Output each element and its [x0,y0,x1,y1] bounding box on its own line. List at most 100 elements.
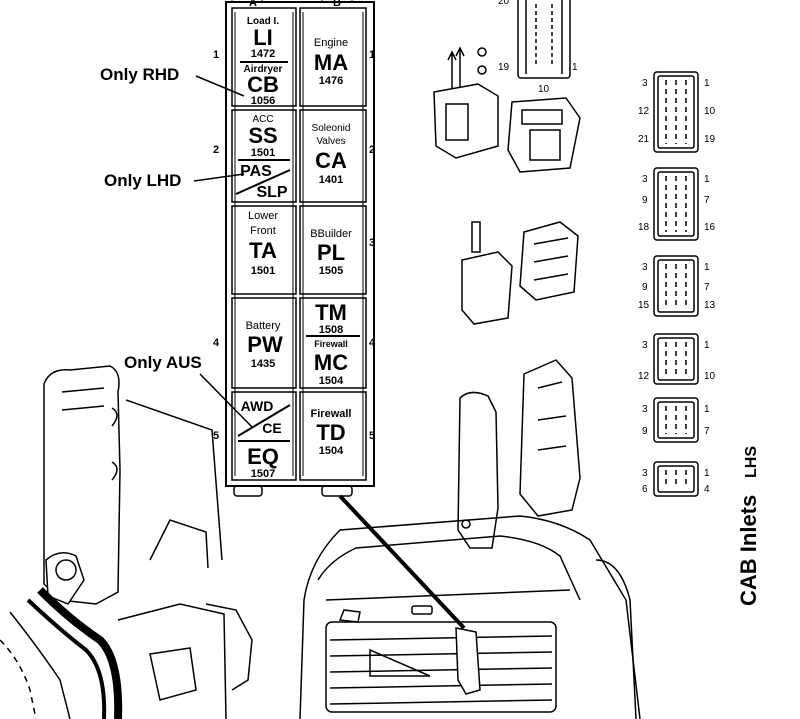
cell-b2-code: CA [315,148,347,173]
callout-only-aus: Only AUS [124,353,202,372]
cell-b4-top-num: 1508 [319,324,343,336]
cell-b4-bot-num: 1504 [319,375,344,387]
connector-1-pin-12: 12 [638,106,650,117]
top-connector-pin-10: 10 [538,84,550,95]
cell-b4-top-code: TM [315,300,347,325]
connector-2-pin-1: 1 [704,174,710,185]
truck-front-illustration [299,494,641,719]
cell-b3-code: PL [317,240,345,265]
connector-2-pin-18: 18 [638,222,650,233]
title-sub: LHS [743,446,760,478]
connector-3-pin-1: 1 [704,262,710,273]
row-1-right: 1 [369,49,375,61]
connector-5-pin-1: 1 [704,404,710,415]
row-5-left: 5 [213,430,219,442]
connector-4-pin-12: 12 [638,371,650,382]
cell-b2-num: 1401 [319,174,343,186]
connector-1-pin-10: 10 [704,106,716,117]
cell-b1-num: 1476 [319,75,343,87]
top-connector [517,0,571,79]
row-3-right: 3 [369,237,375,249]
cell-a3-label2: Front [250,225,276,237]
cell-a1-bot-label: Airdryer [244,64,283,75]
top-connector-pin-19: 19 [498,62,510,73]
cell-a2-top-num: 1501 [251,147,275,159]
connector-1-pin-21: 21 [638,134,650,145]
connector-5-pin-3: 3 [642,404,648,415]
callout-lhd-leader [193,173,245,182]
cell-b4-bot-label: Firewall [314,339,348,349]
cell-a1-top-label: Load I. [247,16,279,27]
column-b-label: B [333,0,341,9]
connector-3-pin-3: 3 [642,262,648,273]
row-2-right: 2 [369,144,375,156]
cell-b3-num: 1505 [319,265,343,277]
row-1-left: 1 [213,49,219,61]
cell-a3-label1: Lower [248,210,278,222]
cell-a1-top-num: 1472 [251,48,275,60]
cell-a3-code: TA [249,238,277,263]
connector-5 [653,397,699,443]
relay-box [225,0,375,497]
cell-a5-ce: CE [262,420,281,436]
connector-1-pin-1: 1 [704,78,710,89]
cell-a1-bot-code: CB [247,72,279,97]
cell-b5-num: 1504 [319,445,344,457]
cab-bracket-illustration [0,365,253,719]
callout-only-lhd: Only LHD [104,171,181,190]
column-a-label: A [249,0,257,9]
cell-a1-top-code: LI [253,25,273,50]
cell-a5-eq-num: 1507 [251,468,275,480]
cell-b5-label: Firewall [311,408,352,420]
row-4-left: 4 [213,337,220,349]
connector-1-pin-3: 3 [642,78,648,89]
connector-2 [653,167,699,241]
cell-a1-bot-num: 1056 [251,95,275,107]
connector-4 [653,333,699,385]
row-5-right: 5 [369,430,375,442]
title-group: CAB Inlets LHS [736,446,761,606]
cell-a3-num: 1501 [251,265,275,277]
connector-6-pin-3: 3 [642,468,648,479]
cell-b1-label: Engine [314,37,348,49]
connector-4-pin-1: 1 [704,340,710,351]
row-4-right: 4 [369,337,376,349]
connector-assembly-illustration [433,46,581,549]
cell-a5-awd: AWD [241,398,274,414]
callout-aus-leader [199,373,253,428]
cell-b5-code: TD [316,420,345,445]
connector-2-pin-7: 7 [704,195,710,206]
connector-5-pin-7: 7 [704,426,710,437]
row-2-left: 2 [213,144,219,156]
callout-only-rhd: Only RHD [100,65,179,84]
connector-2-pin-16: 16 [704,222,716,233]
connector-3-pin-15: 15 [638,300,650,311]
connector-4-pin-10: 10 [704,371,716,382]
title-main: CAB Inlets [736,495,761,606]
cell-b1-code: MA [314,50,348,75]
cell-a2-top-code: SS [248,123,277,148]
connector-6-pin-6: 6 [642,484,648,495]
cell-a4-code: PW [247,332,283,357]
top-connector-pin-1: 1 [572,62,578,73]
connector-2-pin-9: 9 [642,195,648,206]
cell-a2-pas: PAS [240,163,272,180]
connector-3 [653,255,699,317]
cell-b2-label2: Valves [316,136,345,147]
connector-6 [653,461,699,497]
connector-1-pin-19: 19 [704,134,716,145]
callout-rhd-leader [195,75,245,97]
cell-b4-bot-code: MC [314,350,348,375]
connector-5-pin-9: 9 [642,426,648,437]
cell-a5-eq-code: EQ [247,444,279,469]
cell-a4-label: Battery [246,320,281,332]
cell-b2-label1: Soleonid [312,123,351,134]
connector-3-pin-7: 7 [704,282,710,293]
connector-1 [653,71,699,153]
cell-a2-slp: SLP [256,184,287,201]
connector-4-pin-3: 3 [642,340,648,351]
cell-a4-num: 1435 [251,358,275,370]
cell-a2-top-label: ACC [252,114,273,125]
connector-6-pin-1: 1 [704,468,710,479]
cell-b3-label: BBuilder [310,228,352,240]
